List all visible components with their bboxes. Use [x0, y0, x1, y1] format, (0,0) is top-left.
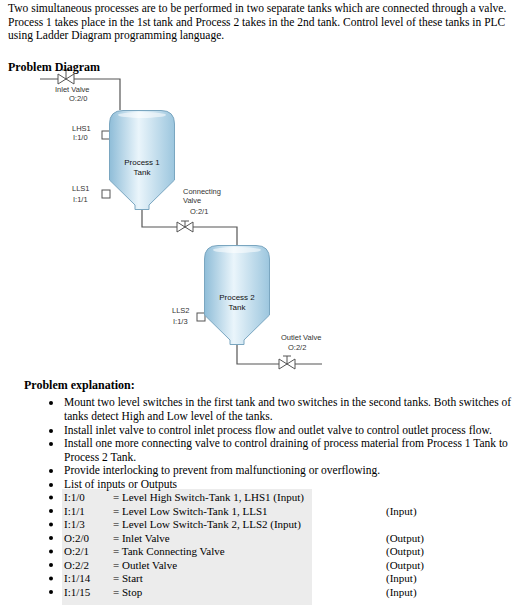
valve-label: Outlet Valve: [281, 334, 321, 343]
io-type: (Input): [386, 572, 417, 585]
table-shade: [62, 489, 312, 605]
process-tank: Process 1 Tank: [109, 110, 175, 210]
bullet-text: List of inputs or Outputs: [64, 478, 512, 492]
io-description: = Tank Connecting Valve: [113, 545, 225, 558]
io-address: I:1/1: [64, 505, 85, 518]
io-address: I:1/3: [64, 518, 85, 531]
switch-label: LHS1: [72, 125, 91, 134]
io-description: = Level Low Switch-Tank 1, LLS1: [113, 505, 268, 518]
valve-label: Inlet Valve: [55, 86, 89, 95]
bullet-text: Mount two level switches in the first ta…: [64, 396, 512, 423]
inlet-pipe: [40, 79, 120, 110]
io-description: = Stop: [113, 586, 142, 599]
io-address: I:1/14: [64, 572, 90, 585]
level-switch: [197, 313, 205, 321]
bullet-text: Provide interlocking to prevent from mal…: [64, 464, 512, 478]
signal-address: I:1/0: [73, 134, 88, 143]
signal-address: O:2/1: [190, 208, 208, 217]
switch-label: LLS2: [172, 307, 190, 316]
io-address: O:2/2: [64, 559, 89, 572]
process-tank: Process 2 Tank: [204, 245, 270, 345]
io-type: (Output): [386, 545, 424, 558]
bullet: [49, 469, 53, 473]
io-description: = Inlet Valve: [113, 532, 170, 545]
io-address: O:2/1: [64, 545, 89, 558]
level-switch: [102, 131, 110, 139]
io-description: = Level High Switch-Tank 1, LHS1 (Input): [113, 491, 304, 504]
signal-address: I:1/3: [173, 318, 188, 327]
io-description: = Start: [113, 572, 143, 585]
io-address: I:1/0: [64, 491, 85, 504]
signal-address: O:2/2: [288, 344, 306, 353]
tank-label: Process 1 Tank: [117, 158, 167, 177]
tank-label: Process 2 Tank: [212, 293, 262, 312]
bullet: [49, 496, 53, 500]
io-description: = Level Low Switch-Tank 2, LLS2 (Input): [113, 518, 301, 531]
io-address: I:1/15: [64, 586, 90, 599]
signal-address: O:2/0: [69, 95, 87, 104]
bullet-text: Install inlet valve to control inlet pro…: [64, 424, 512, 438]
valve-label: Connecting Valve: [183, 188, 227, 205]
signal-address: I:1/1: [73, 196, 88, 205]
bullet: [49, 401, 53, 405]
io-type: (Input): [386, 505, 417, 518]
level-switch: [102, 190, 110, 198]
io-type: (Input): [386, 586, 417, 599]
bullet: [49, 590, 53, 594]
bullet: [49, 536, 53, 540]
bullet: [49, 563, 53, 567]
bullet: [49, 577, 53, 581]
outlet-valve-symbol: [279, 356, 295, 369]
bullet-group: [49, 401, 53, 594]
bullet: [49, 429, 53, 433]
intro-paragraph: Two simultaneous processes are to be per…: [8, 2, 518, 43]
bullet: [49, 550, 53, 554]
io-type: (Output): [386, 559, 424, 572]
switch-label: LLS1: [72, 185, 90, 194]
bullet: [49, 483, 53, 487]
connecting-valve-symbol: [177, 221, 193, 232]
io-address: O:2/0: [64, 532, 89, 545]
bullet: [49, 523, 53, 527]
bullet: [49, 509, 53, 513]
section-heading: Problem explanation:: [24, 378, 135, 392]
bullet-text: Install one more connecting valve to con…: [64, 437, 512, 464]
bullet: [49, 442, 53, 446]
io-description: = Outlet Valve: [113, 559, 177, 572]
section-heading: Problem Diagram: [8, 60, 100, 74]
io-type: (Output): [386, 532, 424, 545]
connecting-pipe: [142, 210, 237, 245]
